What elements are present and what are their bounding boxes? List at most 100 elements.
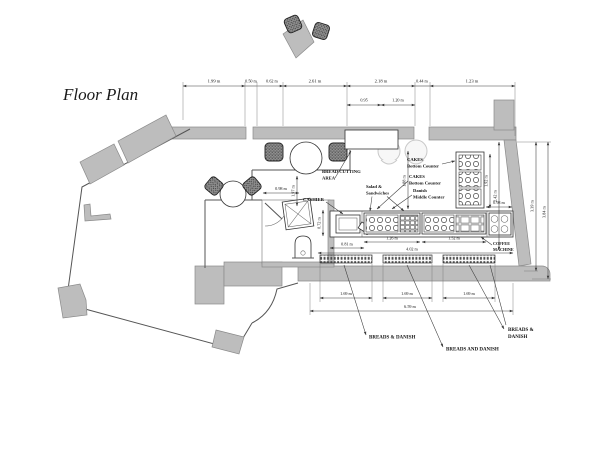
dim-case1: 1.26 m xyxy=(386,236,398,241)
dim-shelf-2: 1.69 m xyxy=(401,291,413,296)
leader-salad-1 xyxy=(369,196,373,212)
dim-shelf-1: 1.69 m xyxy=(340,291,352,296)
dim-cashier-width: 0.81 m xyxy=(341,242,353,247)
chair xyxy=(242,176,262,196)
pier xyxy=(117,114,177,164)
coffee-label2: MACHINE xyxy=(493,247,514,252)
leader-breads-center xyxy=(406,264,444,348)
salad-label: Salad & xyxy=(366,184,382,189)
pier-hook xyxy=(83,203,112,222)
chair xyxy=(328,142,348,162)
case2-square-trays xyxy=(455,214,485,233)
toilet-bowl xyxy=(294,235,312,259)
dim-sub-2: 1.20 m xyxy=(392,98,404,103)
coffee-machine xyxy=(488,212,512,236)
dim-counter-depth: 0.72 m xyxy=(317,216,322,228)
top-dimension-chain: 1.99 m 0.50 m 0.62 m 2.61 m 2.18 m 0.44 … xyxy=(182,79,516,136)
round-table xyxy=(219,180,247,208)
seating xyxy=(204,14,428,208)
breads-right-label: BREADS & xyxy=(508,328,534,333)
dim-top-1: 1.99 m xyxy=(208,79,221,84)
dim-coffee-gap: 0.98 m xyxy=(493,200,505,205)
page-title: Floor Plan xyxy=(62,85,138,104)
cash-register xyxy=(335,214,371,235)
round-table xyxy=(289,141,323,175)
case2-pastry-trays xyxy=(423,214,455,233)
chair xyxy=(204,176,224,196)
coffee-burner xyxy=(500,215,509,223)
dim-top-6: 0.44 m xyxy=(416,79,428,84)
cabinet-shelf xyxy=(458,154,482,171)
leader-salad-2 xyxy=(386,196,405,212)
breads-right-label2: DANISH xyxy=(508,335,528,340)
leader-cakes-top xyxy=(441,160,456,165)
display-case-2 xyxy=(421,212,487,235)
annotations: Floor Plan BREAD CUTTING AREA Salad & Sa… xyxy=(62,85,534,353)
dim-right-outer: 3.84 m xyxy=(542,205,547,217)
bread-shelf xyxy=(319,254,373,264)
dim-front-total: 6.59 m xyxy=(404,304,416,309)
door-leaf xyxy=(264,202,283,220)
pier xyxy=(194,265,225,305)
cabinet-shelf xyxy=(458,188,482,206)
interior-dimensions: 1.97 m 1.88 m 0.72 m 0.98 m 0.81 m 1.26 … xyxy=(262,141,551,280)
outdoor-chair xyxy=(312,22,330,40)
salad-label2: Sandwiches xyxy=(366,191,389,196)
leader-breads-left xyxy=(343,264,367,336)
right-wall-band xyxy=(503,139,532,267)
bottom-wall-band xyxy=(297,265,551,282)
dining-curved-wall xyxy=(251,282,299,324)
top-wall-segment xyxy=(167,126,247,140)
toilet xyxy=(292,235,314,259)
register-inner xyxy=(338,217,358,231)
bread-shelf xyxy=(442,254,496,264)
service-counter xyxy=(329,210,514,238)
dim-table-clearance: 1.97 m xyxy=(291,184,296,196)
dim-counter-length: 4.02 m xyxy=(406,247,418,252)
bottom-wall xyxy=(297,265,551,282)
register-body xyxy=(335,214,361,234)
cakes-mid-label2: Bottom Counter xyxy=(409,181,441,186)
pier xyxy=(57,283,88,319)
dim-sub-1: 0.95 xyxy=(360,98,367,103)
dim-right-inner: 3.39 m xyxy=(530,199,535,211)
dim-top-7: 1.23 m xyxy=(466,79,479,84)
danish-label2: Middle Counter xyxy=(413,195,445,200)
leader-breads-right-2 xyxy=(489,264,507,326)
ghost-chair-arm xyxy=(380,159,398,165)
case1-pastry-trays xyxy=(365,214,399,233)
dim-top-2: 0.50 m xyxy=(245,79,257,84)
cakes-top-label: CAKES xyxy=(407,157,423,162)
cakes-mid-label: CAKES xyxy=(409,174,425,179)
toilet-drain xyxy=(300,250,306,256)
cakes-top-label2: Bottom Counter xyxy=(407,164,439,169)
cakes-cabinet xyxy=(455,151,485,209)
dim-top-5: 2.18 m xyxy=(375,79,388,84)
right-wall xyxy=(503,139,532,267)
outdoor-chair xyxy=(283,14,303,34)
sink-unit xyxy=(281,197,315,231)
bread-shelves xyxy=(319,254,496,264)
dim-top-4: 2.61 m xyxy=(309,79,322,84)
restroom-bottom-wall xyxy=(261,261,335,268)
wall-piers xyxy=(57,19,315,355)
breads-left-label: BREADS & DANISH xyxy=(369,336,416,341)
bread-cutting-table xyxy=(344,129,399,150)
bread-cutting-label2: AREA xyxy=(322,176,336,181)
cashier-label: CASHIER xyxy=(303,197,325,202)
leader-danish xyxy=(391,194,413,210)
pier xyxy=(79,143,125,185)
breads-center-label: BREADS AND DANISH xyxy=(446,348,499,353)
coffee-label: COFFEE xyxy=(493,241,510,246)
bread-shelf xyxy=(382,254,433,264)
display-case-1 xyxy=(363,212,421,235)
leader-cakes-mid xyxy=(376,180,409,210)
dining-area-walls xyxy=(57,19,351,355)
dim-case2: 1.52 m xyxy=(448,236,460,241)
leader-coffee xyxy=(480,236,493,246)
dim-bread-drop: 1.88 m xyxy=(402,174,407,186)
dim-shelf-3: 1.69 m xyxy=(463,291,475,296)
sink-cross xyxy=(284,200,312,228)
leader-cashier xyxy=(325,201,344,215)
